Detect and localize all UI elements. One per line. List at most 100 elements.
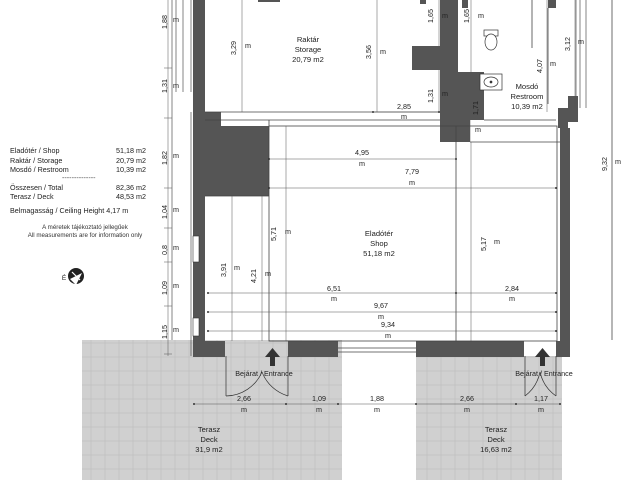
dim-left-182: 1,82 [160,151,169,165]
legend-note-hu: A méretek tájékoztató jellegűek [42,223,128,231]
dim-unit: m [173,81,179,90]
entrance-labels: Bejárat / Entrance Bejárat / Entrance [235,369,573,378]
legend-row-total: Összesen / Total 82,36 m2 [10,183,146,193]
legend-label: Eladótér / Shop [10,146,60,155]
legend-row-restroom: Mosdó / Restroom 10,39 m2 [10,165,146,175]
room-restroom-area: 10,39 m2 [511,102,543,111]
dim-left-109: 1,09 [160,281,169,295]
legend-row-shop: Eladótér / Shop 51,18 m2 [10,146,146,156]
dim-left-188: 1,88 [160,15,169,29]
legend-note: A méretek tájékoztató jellegűek All meas… [10,224,160,240]
dim-unit: m [385,331,391,340]
room-shop-name-en: Shop [370,239,388,248]
dim-left-104: 1,04 [160,205,169,219]
dim-unit: m [173,281,179,290]
legend-note-en: All measurements are for information onl… [27,231,143,239]
legend-value: 20,79 m2 [116,155,146,165]
dim-unit: m [538,405,544,414]
dim-shop-517: 5,17 [479,237,488,251]
dim-unit: m [316,405,322,414]
legend-value: 82,36 m2 [116,182,146,192]
dim-unit: m [285,227,291,236]
room-shop-name-hu: Eladótér [365,229,394,238]
dim-unit: m [173,205,179,214]
entrance-arrow-icon [535,348,550,366]
dim-unit: m [478,11,484,20]
deck-right-area [416,356,562,480]
legend-row-deck: Terasz / Deck 48,53 m2 [10,192,146,202]
dim-unit: m [245,41,251,50]
dim-unit: m [494,237,500,246]
deck-left-area [82,340,342,480]
dim-storage-356: 3,56 [364,45,373,59]
legend-label: Mosdó / Restroom [10,165,69,175]
dim-unit: m [241,405,247,414]
dim-unit: m [464,405,470,414]
dim-unit: m [173,151,179,160]
legend-label: Terasz / Deck [10,192,54,202]
dim-left-08: 0,8 [160,245,169,255]
dim-right-932: 9,32 [600,157,609,171]
walls [193,0,578,357]
dim-rest-312: 3,12 [563,37,572,51]
dim-deck-266b: 2,66 [460,394,474,403]
dim-left-131: 1,31 [160,79,169,93]
deck-right-name-hu: Terasz [485,425,508,434]
deck-left-name-hu: Terasz [198,425,221,434]
dim-unit: m [401,112,407,121]
dim-unit: m [615,157,621,166]
dim-shop-779: 7,79 [405,167,419,176]
room-storage-name-en: Storage [295,45,322,54]
dim-unit: m [374,405,380,414]
dim-unit: m [234,263,240,272]
legend-label: Raktár / Storage [10,155,63,165]
dim-rest-407: 4,07 [535,59,544,73]
deck-left-name-en: Deck [200,435,218,444]
deck-right-name-en: Deck [487,435,505,444]
dim-storage-329: 3,29 [229,41,238,55]
dimension-labels: 1,88 m 1,31 m 1,82 m 1,04 m 0,8 m 1,09 m… [160,9,621,414]
dim-unit: m [331,294,337,303]
window [192,235,200,337]
room-restroom-name-en: Restroom [511,92,544,101]
entrance-arrow-icon [265,348,280,366]
dim-unit: m [173,243,179,252]
dim-unit: m [475,125,481,134]
dim-shop-967: 9,67 [374,301,388,310]
legend-value: 48,53 m2 [116,192,146,202]
legend-ceiling-height: Belmagasság / Ceiling Height 4,17 m [10,205,129,215]
dim-unit: m [359,159,365,168]
dim-shop-571: 5,71 [269,227,278,241]
compass-label: É [62,273,67,282]
dim-unit: m [173,15,179,24]
dim-shop-934: 9,34 [381,320,395,329]
dim-shop-284: 2,84 [505,284,519,293]
dimension-ticks [193,111,561,405]
dim-shop-651: 6,51 [327,284,341,293]
area-legend: Eladótér / Shop 51,18 m2 Raktár / Storag… [10,146,146,240]
dim-unit: m [378,312,384,321]
dim-unit: m [173,325,179,334]
dim-deck-109: 1,09 [312,394,326,403]
legend-value: 10,39 m2 [116,165,146,175]
room-shop-area: 51,18 m2 [363,249,395,258]
entrance-door-left [225,356,289,397]
dim-unit: m [442,89,448,98]
dim-deck-266: 2,66 [237,394,251,403]
dim-unit: m [409,178,415,187]
dim-left-115: 1,15 [160,325,169,339]
dim-deck-188: 1,88 [370,394,384,403]
room-restroom-name-hu: Mosdó [516,82,539,91]
dim-unit: m [509,294,515,303]
compass-icon: É [62,268,84,285]
sink-icon [479,73,503,91]
dimension-lines [164,0,613,405]
dim-storage-131: 1,31 [426,89,435,103]
legend-separator: -------------- [62,172,96,182]
entrance-label-right: Bejárat / Entrance [515,369,573,378]
dim-rest-171: 1,71 [471,101,480,115]
dim-rest-165: 1,65 [462,9,471,23]
dim-storage-165: 1,65 [426,9,435,23]
dim-shop-495: 4,95 [355,148,369,157]
dim-unit: m [380,47,386,56]
